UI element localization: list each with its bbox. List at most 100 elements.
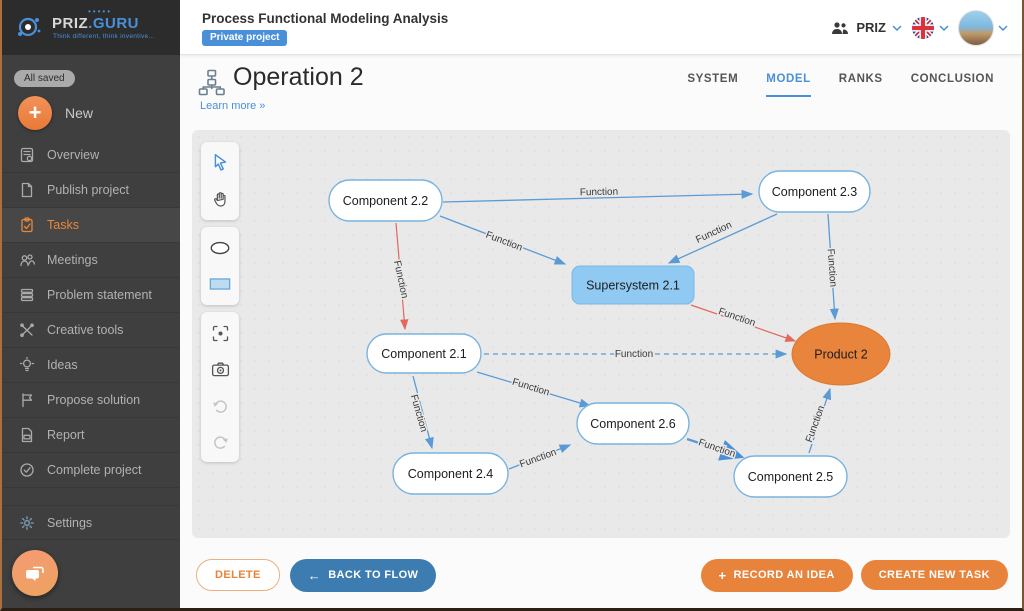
sidebar-nav: Overview Publish project Tasks Meetings …	[2, 138, 180, 540]
team-menu[interactable]: PRIZ	[830, 20, 902, 35]
sidebar-item-label: Overview	[47, 148, 100, 162]
node-component-2-3[interactable]: Component 2.3	[758, 170, 871, 213]
new-button[interactable]: + New	[2, 92, 180, 134]
brand-tagline: Think different, think inventive...	[53, 33, 155, 40]
fit-view-button[interactable]	[201, 315, 239, 351]
back-to-flow-button[interactable]: ←BACK TO FLOW	[289, 558, 437, 592]
language-menu[interactable]	[911, 16, 949, 40]
save-status-badge: All saved	[14, 70, 75, 87]
snapshot-button[interactable]	[201, 351, 239, 387]
sidebar-item-overview[interactable]: Overview	[2, 138, 180, 173]
uk-flag-icon	[912, 16, 934, 39]
sidebar-item-label: Settings	[47, 515, 93, 530]
sidebar-item-label: Problem statement	[47, 288, 152, 302]
logo[interactable]: PRIZ.GURU ••••• Think different, think i…	[2, 0, 180, 55]
svg-text:Function: Function	[615, 349, 653, 360]
svg-text:Function: Function	[518, 447, 558, 470]
sidebar-item-label: Publish project	[47, 183, 129, 197]
sidebar-item-label: Report	[47, 428, 85, 442]
pan-tool-button[interactable]	[201, 181, 239, 217]
sidebar-item-ideas[interactable]: Ideas	[2, 348, 180, 383]
add-component-tool-button[interactable]	[201, 230, 239, 266]
topbar-controls: PRIZ	[830, 0, 1008, 55]
node-product-2[interactable]: Product 2	[791, 322, 891, 386]
edge-c23-supersystem[interactable]: Function	[667, 213, 778, 264]
svg-text:Function: Function	[804, 404, 827, 444]
toolbox-group-shapes	[201, 227, 239, 305]
edge-c25-product[interactable]: Function	[802, 387, 832, 454]
sidebar-item-problem-statement[interactable]: Problem statement	[2, 278, 180, 313]
chevron-down-icon	[892, 24, 902, 31]
svg-text:Function: Function	[408, 393, 429, 433]
record-idea-button[interactable]: +RECORD AN IDEA	[700, 558, 853, 592]
node-component-2-6[interactable]: Component 2.6	[576, 402, 690, 445]
new-button-label: New	[65, 105, 94, 121]
edge-c21-c24[interactable]: Function	[406, 375, 434, 450]
team-icon	[832, 21, 849, 34]
focus-icon	[212, 325, 228, 341]
svg-text:Function: Function	[484, 230, 524, 254]
tab-ranks[interactable]: RANKS	[838, 73, 883, 85]
svg-text:Component 2.6: Component 2.6	[590, 417, 676, 431]
node-supersystem-2-1[interactable]: Supersystem 2.1	[571, 265, 695, 305]
node-component-2-1[interactable]: Component 2.1	[366, 333, 482, 374]
select-tool-button[interactable]	[201, 145, 239, 181]
function-model-diagram: Function Function Function Function Func…	[328, 170, 891, 498]
sidebar-item-propose-solution[interactable]: Propose solution	[2, 383, 180, 418]
model-canvas[interactable]: Function Function Function Function Func…	[192, 130, 1010, 538]
svg-text:Product 2: Product 2	[814, 348, 868, 362]
user-menu[interactable]	[958, 9, 1008, 46]
sidebar-item-complete-project[interactable]: Complete project	[2, 453, 180, 488]
cursor-icon	[214, 154, 227, 171]
edge-c22-c23[interactable]: Function	[442, 185, 754, 203]
sidebar-item-publish-project[interactable]: Publish project	[2, 173, 180, 208]
chat-button[interactable]	[12, 550, 58, 596]
learn-more-link[interactable]: Learn more »	[200, 100, 266, 112]
undo-icon	[212, 399, 227, 413]
ideas-icon	[19, 356, 35, 373]
sidebar-item-settings[interactable]: Settings	[2, 505, 180, 540]
edge-c21-product-dashed[interactable]: Function	[484, 348, 788, 362]
edge-c26-c25[interactable]: Function	[686, 436, 745, 462]
tab-system[interactable]: SYSTEM	[687, 73, 739, 85]
report-icon	[19, 427, 35, 443]
sidebar-item-label: Meetings	[47, 253, 98, 267]
svg-text:Component 2.3: Component 2.3	[772, 185, 858, 199]
redo-icon	[213, 435, 228, 449]
priz-logo-icon	[18, 17, 41, 37]
propose-solution-icon	[19, 392, 35, 408]
sidebar-item-meetings[interactable]: Meetings	[2, 243, 180, 278]
node-component-2-5[interactable]: Component 2.5	[733, 455, 848, 498]
create-new-task-button[interactable]: CREATE NEW TASK	[860, 560, 1008, 590]
logo-dots: •••••	[88, 7, 113, 16]
node-component-2-2[interactable]: Component 2.2	[328, 179, 443, 222]
sidebar: PRIZ.GURU ••••• Think different, think i…	[2, 0, 180, 608]
publish-icon	[19, 182, 35, 198]
sidebar-item-report[interactable]: Report	[2, 418, 180, 453]
tab-bar: SYSTEM MODEL RANKS CONCLUSION	[687, 73, 994, 97]
meetings-icon	[19, 252, 36, 268]
canvas-toolbox	[201, 142, 239, 462]
sidebar-item-label: Creative tools	[47, 323, 124, 337]
edge-c23-product[interactable]: Function	[823, 213, 840, 321]
gear-icon	[19, 515, 35, 531]
add-supersystem-tool-button[interactable]	[201, 266, 239, 302]
edge-c22-c21-harmful[interactable]: Function	[390, 222, 411, 331]
undo-button[interactable]	[201, 387, 239, 423]
avatar	[958, 9, 994, 46]
edge-supersystem-product-harmful[interactable]: Function	[690, 304, 797, 342]
redo-button[interactable]	[201, 423, 239, 459]
sidebar-item-tasks[interactable]: Tasks	[2, 208, 180, 243]
edge-c24-c26[interactable]: Function	[508, 444, 572, 472]
edge-c22-supersystem[interactable]: Function	[439, 215, 567, 265]
sidebar-item-creative-tools[interactable]: Creative tools	[2, 313, 180, 348]
back-arrow-icon: ←	[307, 567, 322, 583]
flowchart-icon	[198, 69, 225, 96]
rectangle-shape-icon	[209, 278, 231, 290]
delete-button[interactable]: DELETE	[196, 559, 280, 591]
svg-text:Function: Function	[697, 437, 737, 460]
tab-conclusion[interactable]: CONCLUSION	[910, 73, 994, 85]
tab-model[interactable]: MODEL	[766, 73, 811, 97]
edge-c21-c26[interactable]: Function	[476, 371, 592, 408]
node-component-2-4[interactable]: Component 2.4	[392, 452, 509, 495]
